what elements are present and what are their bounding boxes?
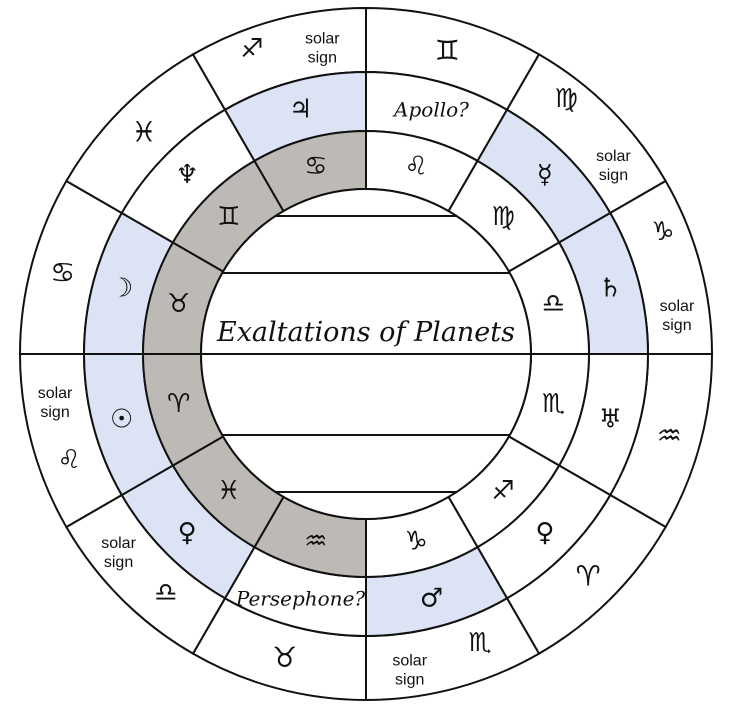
- moon-icon: ☽: [110, 274, 133, 304]
- solar-sign-note: solar: [38, 385, 73, 402]
- wheel-labels: ♊ ♍ solar sign ♑ solar sign ♒ ♈ ♏ solar sign ♉ ♎ solar…: [38, 31, 695, 689]
- solar-sign-note: sign: [662, 317, 691, 334]
- sagittarius-icon: ♐: [240, 34, 263, 64]
- sagittarius-icon: ♐: [492, 476, 515, 506]
- wheel-center: [200, 188, 532, 520]
- virgo-icon: ♍: [492, 202, 515, 232]
- solar-sign-note: sign: [308, 50, 337, 67]
- solar-sign-note: solar: [660, 298, 695, 315]
- mercury-icon: ☿: [537, 160, 553, 190]
- libra-icon: ♎: [154, 578, 177, 608]
- solar-sign-note: sign: [40, 404, 69, 421]
- hypothetical-planet: Apollo?: [392, 98, 469, 122]
- capricorn-icon: ♑: [651, 217, 674, 247]
- jupiter-icon: ♃: [289, 95, 312, 125]
- aries-icon: ♈: [575, 560, 600, 593]
- venus-icon: ♀: [535, 518, 554, 548]
- solar-sign-note: sign: [395, 671, 424, 688]
- virgo-icon: ♍: [554, 84, 577, 114]
- title-backdrop: [234, 322, 498, 350]
- aquarius-icon: ♒: [304, 526, 327, 556]
- cancer-icon: ♋: [304, 152, 327, 182]
- taurus-icon: ♉: [272, 641, 297, 674]
- venus-icon: ♀: [178, 518, 197, 548]
- pisces-icon: ♓: [217, 476, 240, 506]
- neptune-icon: ♆: [175, 160, 198, 190]
- solar-sign-note: solar: [392, 652, 427, 669]
- leo-icon: ♌: [57, 445, 80, 475]
- solar-sign-note: solar: [101, 535, 136, 552]
- pisces-icon: ♓: [131, 115, 156, 148]
- hypothetical-planet: Persephone?: [235, 586, 365, 610]
- sun-icon: ☉: [110, 404, 133, 434]
- uranus-icon: ♅: [599, 404, 622, 434]
- scorpio-icon: ♏: [468, 628, 491, 658]
- solar-sign-note: solar: [596, 148, 631, 165]
- mars-icon: ♂: [420, 583, 443, 613]
- solar-sign-note: sign: [599, 167, 628, 184]
- cancer-icon: ♋: [50, 256, 75, 289]
- saturn-icon: ♄: [599, 274, 622, 304]
- gemini-icon: ♊: [217, 202, 240, 232]
- solar-sign-note: solar: [305, 31, 340, 48]
- capricorn-icon: ♑: [405, 526, 428, 556]
- wheel-rings: [18, 6, 714, 702]
- leo-icon: ♌: [405, 152, 428, 182]
- libra-icon: ♎: [542, 289, 565, 319]
- aries-icon: ♈: [167, 389, 190, 419]
- taurus-icon: ♉: [167, 289, 190, 319]
- diagram-title: Exaltations of Planets: [216, 317, 515, 348]
- aquarius-icon: ♒: [657, 419, 682, 452]
- scorpio-icon: ♏: [542, 389, 565, 419]
- solar-sign-note: sign: [104, 554, 133, 571]
- gemini-icon: ♊: [435, 34, 460, 67]
